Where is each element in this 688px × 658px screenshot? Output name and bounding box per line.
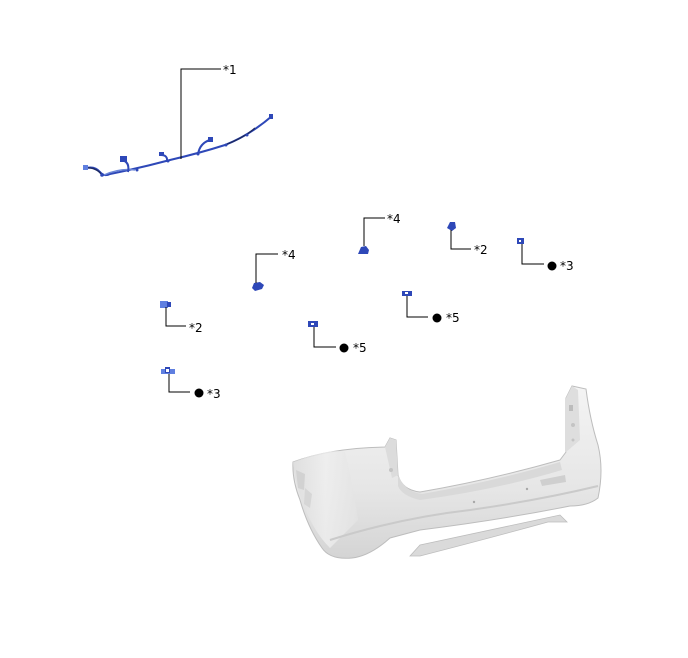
sensor-center-right: *4 bbox=[358, 212, 401, 254]
rear-bumper-cover bbox=[292, 385, 602, 559]
harness-connector-icon bbox=[269, 114, 273, 119]
callout-label: *2 bbox=[189, 321, 203, 335]
retainer-right: *3 bbox=[517, 238, 574, 273]
marker-dot-icon bbox=[432, 313, 442, 323]
callout-label: *3 bbox=[207, 387, 221, 401]
marker-dot-icon bbox=[194, 388, 204, 398]
retainer-center-right: *5 bbox=[402, 291, 460, 325]
callout-label: *5 bbox=[446, 311, 460, 325]
callout-label: *3 bbox=[560, 259, 574, 273]
retainer-center-left: *5 bbox=[308, 321, 367, 355]
marker-dot-icon bbox=[547, 261, 557, 271]
callout-label: *4 bbox=[387, 212, 401, 226]
retainer-left: *3 bbox=[161, 367, 221, 401]
sensor-left: *2 bbox=[160, 301, 203, 335]
harness-connector-icon bbox=[208, 137, 213, 142]
sensor-right: *2 bbox=[447, 222, 488, 257]
callout-1: *1 bbox=[180, 63, 237, 159]
callout-label: *2 bbox=[474, 243, 488, 257]
callout-label: *1 bbox=[223, 63, 237, 77]
callout-label: *4 bbox=[282, 248, 296, 262]
callout-label: *5 bbox=[353, 341, 367, 355]
marker-dot-icon bbox=[339, 343, 349, 353]
harness-connector-icon bbox=[83, 165, 88, 170]
wire-harness bbox=[83, 114, 273, 177]
harness-connector-icon bbox=[120, 156, 127, 162]
harness-connector-icon bbox=[159, 152, 164, 156]
sensor-center-left: *4 bbox=[252, 248, 296, 291]
